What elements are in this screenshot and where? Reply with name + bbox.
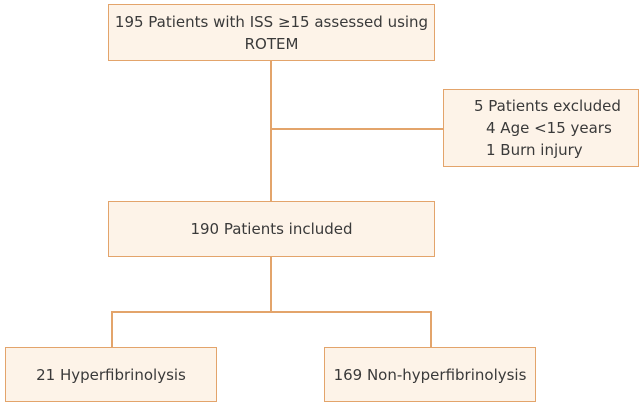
hyperfibrinolysis-label: 21 Hyperfibrinolysis <box>36 365 186 384</box>
connector-to-non-hyperfibrinolysis <box>430 311 432 347</box>
non-hyperfibrinolysis-label: 169 Non-hyperfibrinolysis <box>333 365 527 384</box>
included-box: 190 Patients included <box>108 201 435 257</box>
connector-to-hyperfibrinolysis <box>111 311 113 347</box>
assessed-line1: 195 Patients with ISS ≥15 assessed using <box>114 12 429 31</box>
included-label: 190 Patients included <box>190 220 353 238</box>
hyperfibrinolysis-box: 21 Hyperfibrinolysis <box>5 347 217 402</box>
assessed-line2: ROTEM <box>244 34 299 53</box>
connector-main-vertical <box>270 61 272 201</box>
excluded-box: 5 Patients excluded 4 Age <15 years 1 Bu… <box>443 89 639 167</box>
non-hyperfibrinolysis-box: 169 Non-hyperfibrinolysis <box>324 347 536 402</box>
connector-included-down <box>270 257 272 312</box>
connector-split-horizontal <box>111 311 431 313</box>
exclusion-reason-burn: 1 Burn injury <box>486 141 583 159</box>
connector-to-excluded <box>270 128 443 130</box>
assessed-box: 195 Patients with ISS ≥15 assessed using… <box>108 4 435 61</box>
exclusion-reason-age: 4 Age <15 years <box>486 119 612 137</box>
excluded-title: 5 Patients excluded <box>474 97 621 115</box>
